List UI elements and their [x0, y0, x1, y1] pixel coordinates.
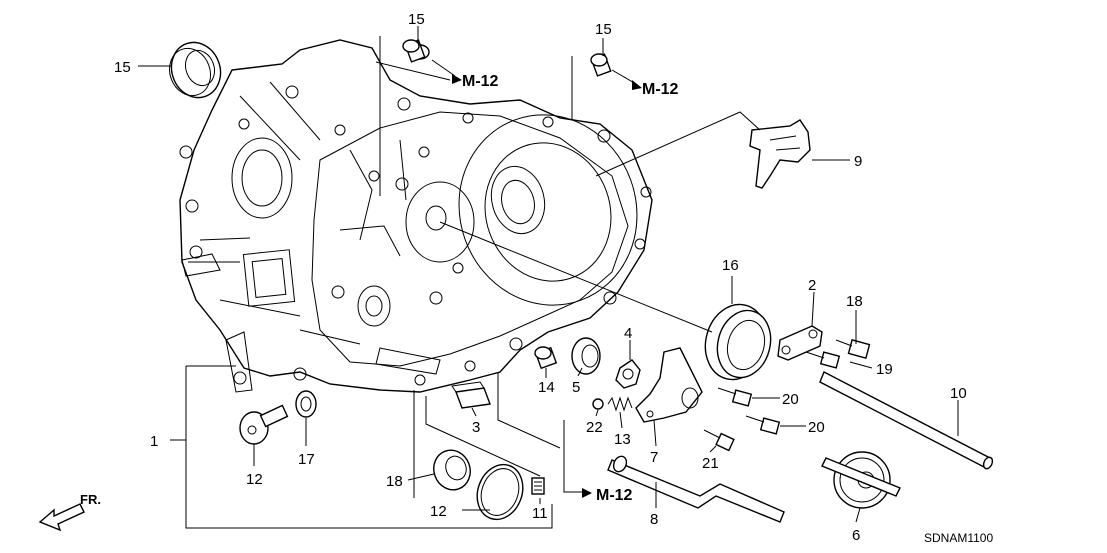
- front-label: FR.: [80, 492, 101, 507]
- label-part-21-a: 20: [782, 391, 799, 408]
- label-part-15-top-right: 15: [595, 21, 612, 38]
- label-part-13: 13: [614, 431, 631, 448]
- bolt-21-b: [745, 415, 781, 435]
- ref-arrow-heads: [452, 74, 642, 498]
- nut-4: [615, 359, 641, 389]
- gear-6: [821, 451, 901, 509]
- label-part-20-upper: 18: [846, 293, 863, 310]
- oil-seal-18: [433, 449, 471, 491]
- label-part-16: 16: [722, 257, 739, 274]
- dowel-pin-15-bottom: [534, 346, 558, 370]
- shift-rod-8: [607, 455, 785, 523]
- dowel-pin-15-top-left: [402, 39, 430, 63]
- diagram-code: SDNAM1100: [924, 531, 993, 545]
- label-part-20-lower: 19: [876, 361, 893, 378]
- bracket-9: [749, 119, 811, 189]
- transmission-housing: [179, 39, 653, 393]
- label-part-3: 3: [472, 419, 480, 436]
- drain-bolt-14: [239, 404, 289, 445]
- bolt-20-lower: [805, 351, 841, 369]
- label-part-5: 5: [572, 379, 580, 396]
- bolt-21-c: [703, 429, 735, 452]
- label-part-19: 17: [298, 451, 315, 468]
- magnet-3: [451, 381, 491, 409]
- oil-seal-17: [168, 41, 222, 99]
- label-part-11: 11: [532, 505, 548, 522]
- label-part-9: 9: [854, 153, 862, 170]
- bolt-21-a: [717, 387, 753, 407]
- bolt-20-upper: [835, 339, 871, 359]
- label-part-2: 2: [808, 277, 816, 294]
- label-part-15-top-left: 15: [408, 11, 425, 28]
- dowel-pin-15-top-right: [590, 53, 612, 77]
- label-part-14: 12: [246, 471, 263, 488]
- label-part-15-bottom: 14: [538, 379, 555, 396]
- label-part-1: 1: [150, 433, 158, 450]
- washer-19: [295, 390, 317, 418]
- bearing-5: [571, 337, 601, 375]
- ref-label-m12-top-right: M-12: [642, 81, 679, 98]
- shift-plate-7: [635, 347, 703, 423]
- ball-22: [592, 398, 604, 410]
- label-part-4: 4: [624, 325, 632, 342]
- ref-label-m12-top-left: M-12: [462, 73, 499, 90]
- label-part-21-b: 20: [808, 419, 825, 436]
- ref-label-m12-bottom: M-12: [596, 487, 633, 504]
- needle-bearing-16: [704, 303, 772, 381]
- front-direction-indicator: FR.: [38, 492, 101, 532]
- shift-rod-10: [819, 371, 994, 470]
- plug-11: [531, 477, 545, 495]
- label-part-22: 22: [586, 419, 603, 436]
- o-ring-12: [476, 463, 524, 521]
- label-part-17: 15: [114, 59, 131, 76]
- label-part-21-c: 21: [702, 455, 719, 472]
- label-part-6: 6: [852, 527, 860, 544]
- spring-13: [607, 396, 633, 412]
- label-part-10: 10: [950, 385, 967, 402]
- label-part-7: 7: [650, 449, 658, 466]
- label-part-8: 8: [650, 511, 658, 528]
